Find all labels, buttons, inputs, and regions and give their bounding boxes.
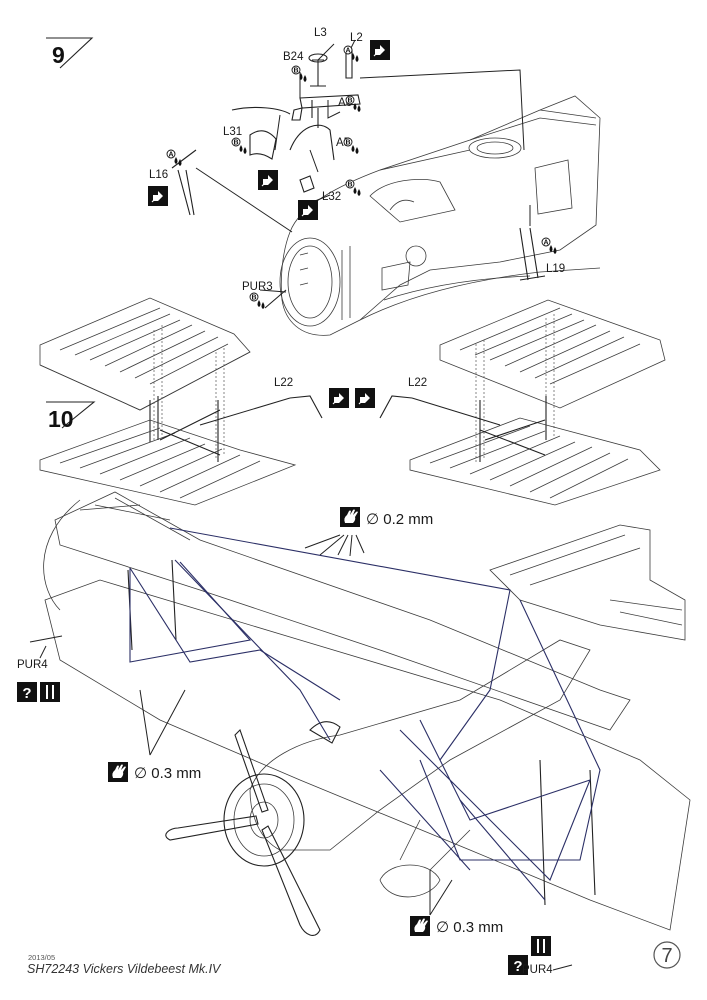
label-l2: L2 [350,32,363,44]
drill-icon [531,936,551,956]
pe-glue-icon [147,185,169,207]
label-l19: L19 [546,263,565,275]
hand-icon [340,507,360,527]
label-l32: L32 [322,191,341,203]
rigging-bottom-dimension: ∅ 0.3 mm [436,919,503,936]
hand-icon [108,762,128,782]
rigging-wires [129,527,601,901]
question-icon: ? [17,682,37,702]
glue-a-icon [166,149,182,167]
step-9-parts [171,49,546,309]
label-pur4-left: PUR4 [17,659,48,671]
step-9-marker: 9 [46,37,94,69]
label-l3: L3 [314,27,327,39]
question-icon: ? [508,955,528,975]
glue-b-icon [291,65,307,83]
step-10-marker: 10 [46,401,96,432]
pe-glue-icon [328,387,350,409]
pe-glue-icon [297,199,319,221]
label-pur3: PUR3 [242,281,273,293]
glue-b-icon [231,137,247,155]
footer-date: 2013/05 [28,953,55,962]
step-9-leaders [195,39,531,293]
footer-title: SH72243 Vickers Vildebeest Mk.IV [27,962,222,976]
l22-parts [199,395,501,426]
biplane-assembly [29,491,691,936]
rigging-left-dimension: ∅ 0.3 mm [134,765,201,782]
drill-icon [40,682,60,702]
label-l31: L31 [223,126,242,138]
label-l22-right: L22 [408,377,427,389]
label-b24: B24 [283,51,304,63]
label-pur4-right: PUR4 [522,964,553,976]
rigging-top-dimension: ∅ 0.2 mm [366,511,433,528]
glue-a-icon [541,237,557,255]
svg-text:?: ? [22,685,31,702]
label-l22-left: L22 [274,377,293,389]
fuselage-drawing [279,95,601,336]
pe-glue-icon [369,39,391,61]
rigging-leaders [139,534,453,916]
glue-b-icon [249,292,265,310]
hand-icon [410,916,430,936]
glue-b-icon [345,179,361,197]
step-9-number: 9 [52,42,65,68]
pe-glue-icon [257,169,279,191]
pe-glue-icon [354,387,376,409]
upper-wing-right [409,299,666,506]
step-10-number: 10 [48,406,74,432]
page-number: 7 [661,945,672,967]
label-l16: L16 [149,169,168,181]
svg-text:?: ? [513,958,522,975]
upper-wing-left [39,297,297,506]
page-number-badge: 7 [653,941,681,969]
glue-b-icon [343,137,359,155]
